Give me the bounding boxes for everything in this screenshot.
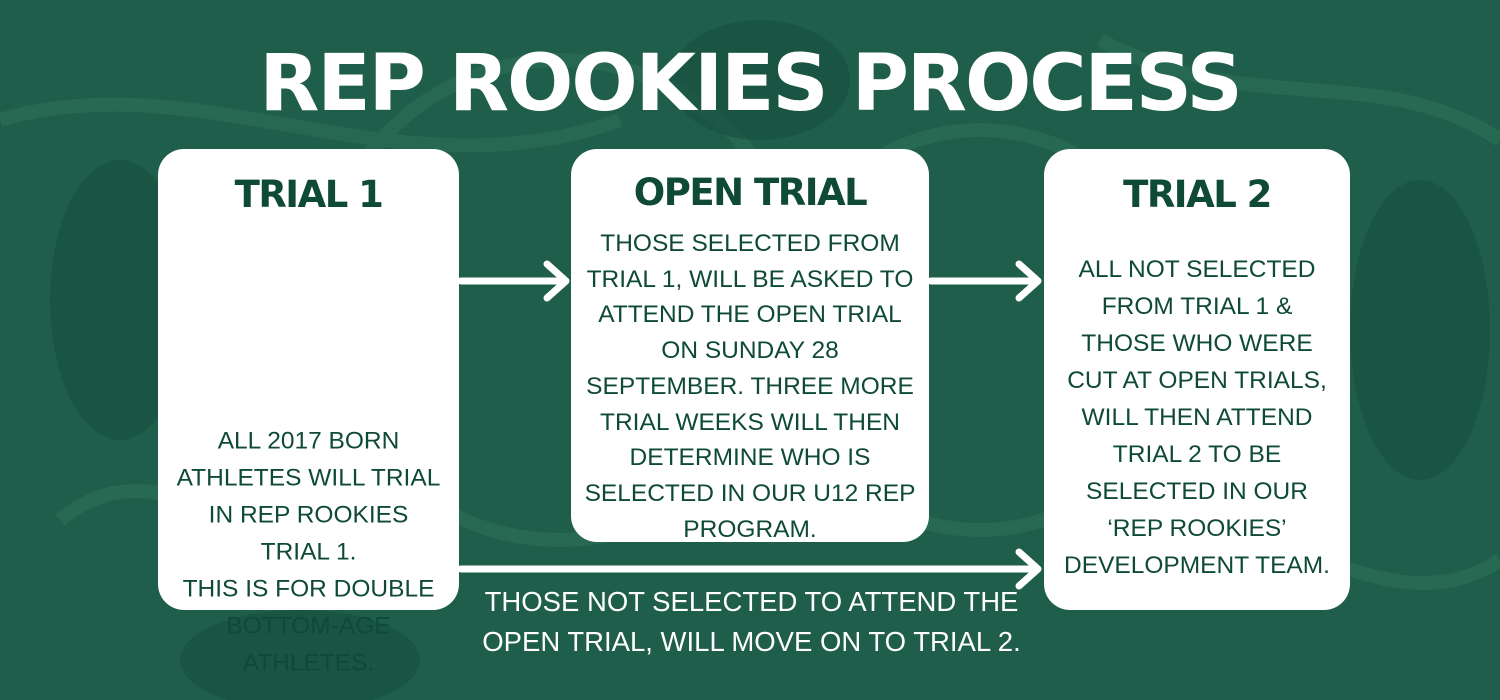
- trial-1-card: TRIAL 1 ALL 2017 BORN ATHLETES WILL TRIA…: [158, 149, 459, 677]
- bottom-caption: THOSE NOT SELECTED TO ATTEND THE OPEN TR…: [482, 586, 1021, 657]
- arrow-trial1-to-trial2: [457, 548, 1042, 590]
- trial-1-heading: TRIAL 1: [234, 173, 384, 216]
- arrow-trial1-to-open-trial: [457, 260, 570, 302]
- open-trial-card: OPEN TRIAL THOSE SELECTED FROM TRIAL 1, …: [571, 149, 929, 543]
- trial-2-description: ALL NOT SELECTED FROM TRIAL 1 & THOSE WH…: [1064, 256, 1330, 579]
- open-trial-heading: OPEN TRIAL: [633, 171, 868, 214]
- open-trial-description: THOSE SELECTED FROM TRIAL 1, WILL BE ASK…: [584, 230, 916, 543]
- trial-1-description: ALL 2017 BORN ATHLETES WILL TRIAL IN REP…: [176, 427, 441, 677]
- trial-2-heading: TRIAL 2: [1123, 173, 1272, 216]
- trial-2-card: TRIAL 2 ALL NOT SELECTED FROM TRIAL 1 & …: [1044, 149, 1350, 610]
- page-title: REP ROOKIES PROCESS: [259, 39, 1242, 129]
- arrow-open-trial-to-trial2: [927, 260, 1042, 302]
